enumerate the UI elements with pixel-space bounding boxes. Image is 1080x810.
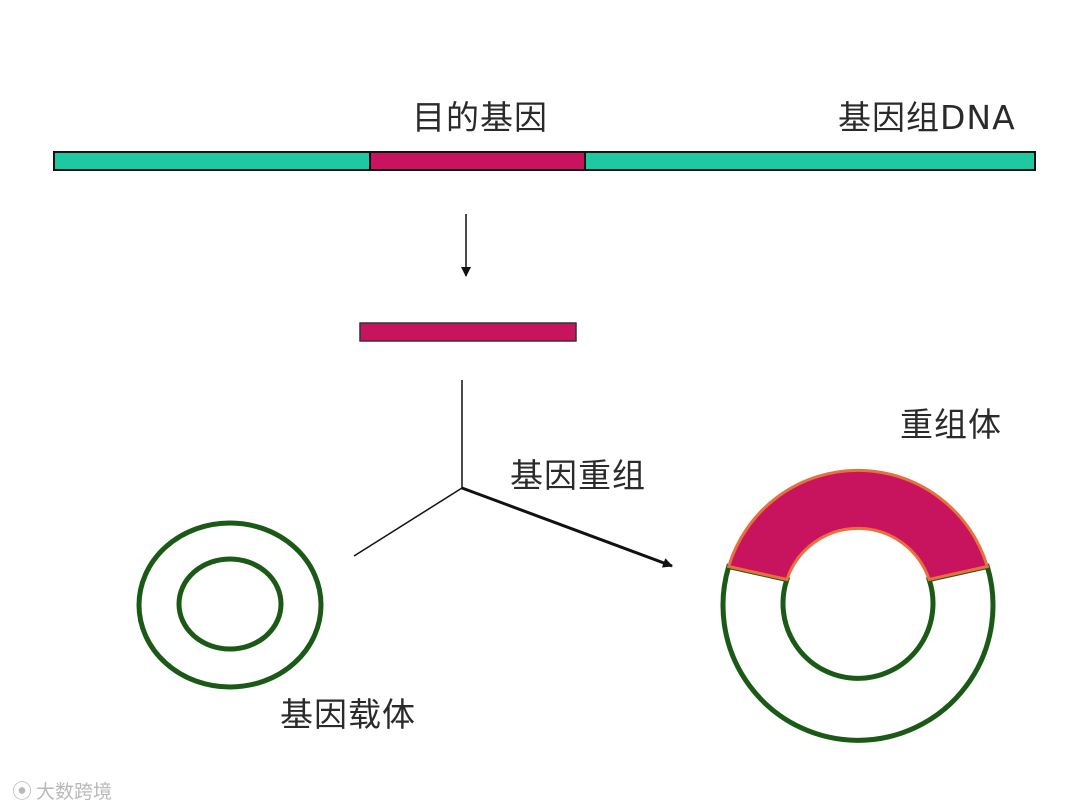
vector-inner-ring (176, 556, 284, 652)
vector-plasmid (136, 520, 324, 690)
genome-segment-left (53, 151, 371, 171)
vector-outer-ring (136, 520, 324, 690)
vector-input-line (353, 487, 463, 557)
recombination-label: 基因重组 (510, 456, 646, 495)
recombinant-label: 重组体 (900, 405, 1002, 444)
watermark-text: 大数跨境 (36, 781, 113, 803)
genomic-dna-label: 基因组DNA (838, 98, 1016, 137)
recombinant-ring-white (720, 563, 996, 743)
target-gene-label: 目的基因 (412, 98, 548, 137)
logo-icon: ⦿ (12, 779, 32, 803)
target-gene-segment (369, 151, 586, 171)
genome-segment-right (584, 151, 1036, 171)
isolated-gene (359, 322, 577, 342)
watermark: ⦿大数跨境 (12, 775, 112, 804)
inserted-gene-segment (726, 468, 990, 582)
recombination-arrow (461, 486, 673, 568)
gene-vector-label: 基因载体 (280, 695, 416, 734)
recombinant-plasmid (720, 468, 996, 743)
